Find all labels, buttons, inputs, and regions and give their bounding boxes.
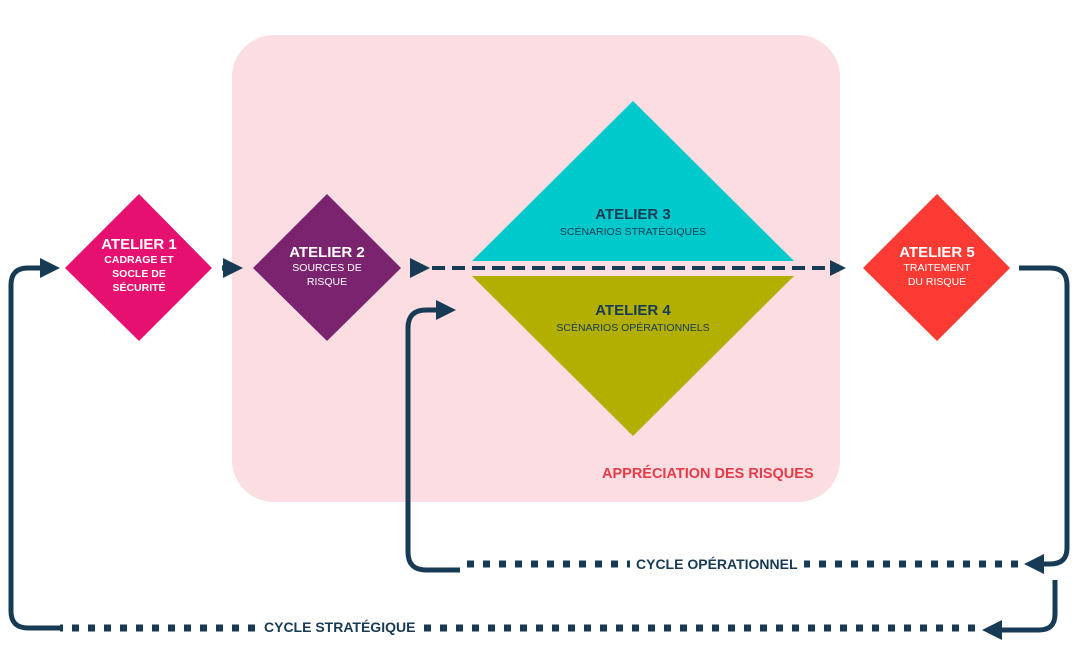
atelier-5-shape — [863, 194, 1010, 341]
atelier-4-shape — [472, 276, 794, 436]
strategic-cycle-label: CYCLE STRATÉGIQUE — [258, 619, 422, 635]
atelier-1-label: ATELIER 1 CADRAGE ET SOCLE DE SÉCURITÉ — [89, 236, 189, 295]
atelier-4-title: ATELIER 4 — [595, 302, 671, 319]
atelier-1-subtitle-line-2: SOCLE DE — [112, 268, 166, 280]
operational-cycle-return — [1019, 265, 1070, 574]
atelier-4-subtitle: SCÉNARIOS OPÉRATIONNELS — [556, 322, 710, 334]
atelier-2-subtitle-line-2: RISQUE — [306, 276, 348, 288]
atelier-2-shape — [253, 194, 401, 341]
atelier-5-subtitle-line-1: TRAITEMENT — [903, 262, 971, 274]
atelier-5-title: ATELIER 5 — [899, 244, 975, 261]
atelier-3-subtitle: SCÉNARIOS STRATÉGIQUES — [559, 226, 707, 238]
strategic-cycle-return — [982, 580, 1058, 640]
atelier-4-label: ATELIER 4 SCÉNARIOS OPÉRATIONNELS — [518, 302, 748, 335]
atelier-3-shape — [472, 101, 794, 261]
atelier-1-title: ATELIER 1 — [101, 236, 177, 253]
atelier-2-subtitle-line-1: SOURCES DE — [292, 262, 362, 274]
atelier-1-subtitle-line-1: CADRAGE ET — [104, 254, 174, 266]
atelier-2-label: ATELIER 2 SOURCES DE RISQUE — [277, 244, 377, 289]
risk-appreciation-label: APPRÉCIATION DES RISQUES — [602, 466, 814, 482]
atelier-3-title: ATELIER 3 — [595, 206, 671, 223]
operational-cycle-label: CYCLE OPÉRATIONNEL — [630, 556, 804, 572]
atelier-3-label: ATELIER 3 SCÉNARIOS STRATÉGIQUES — [533, 206, 733, 239]
atelier-1-subtitle-line-3: SÉCURITÉ — [112, 282, 166, 294]
strategic-cycle-back — [8, 258, 60, 631]
atelier-2-title: ATELIER 2 — [289, 244, 365, 261]
atelier-1-shape — [65, 194, 212, 341]
atelier-5-subtitle-line-2: DU RISQUE — [907, 276, 967, 288]
operational-cycle-back — [405, 300, 460, 573]
atelier-5-label: ATELIER 5 TRAITEMENT DU RISQUE — [887, 244, 987, 289]
